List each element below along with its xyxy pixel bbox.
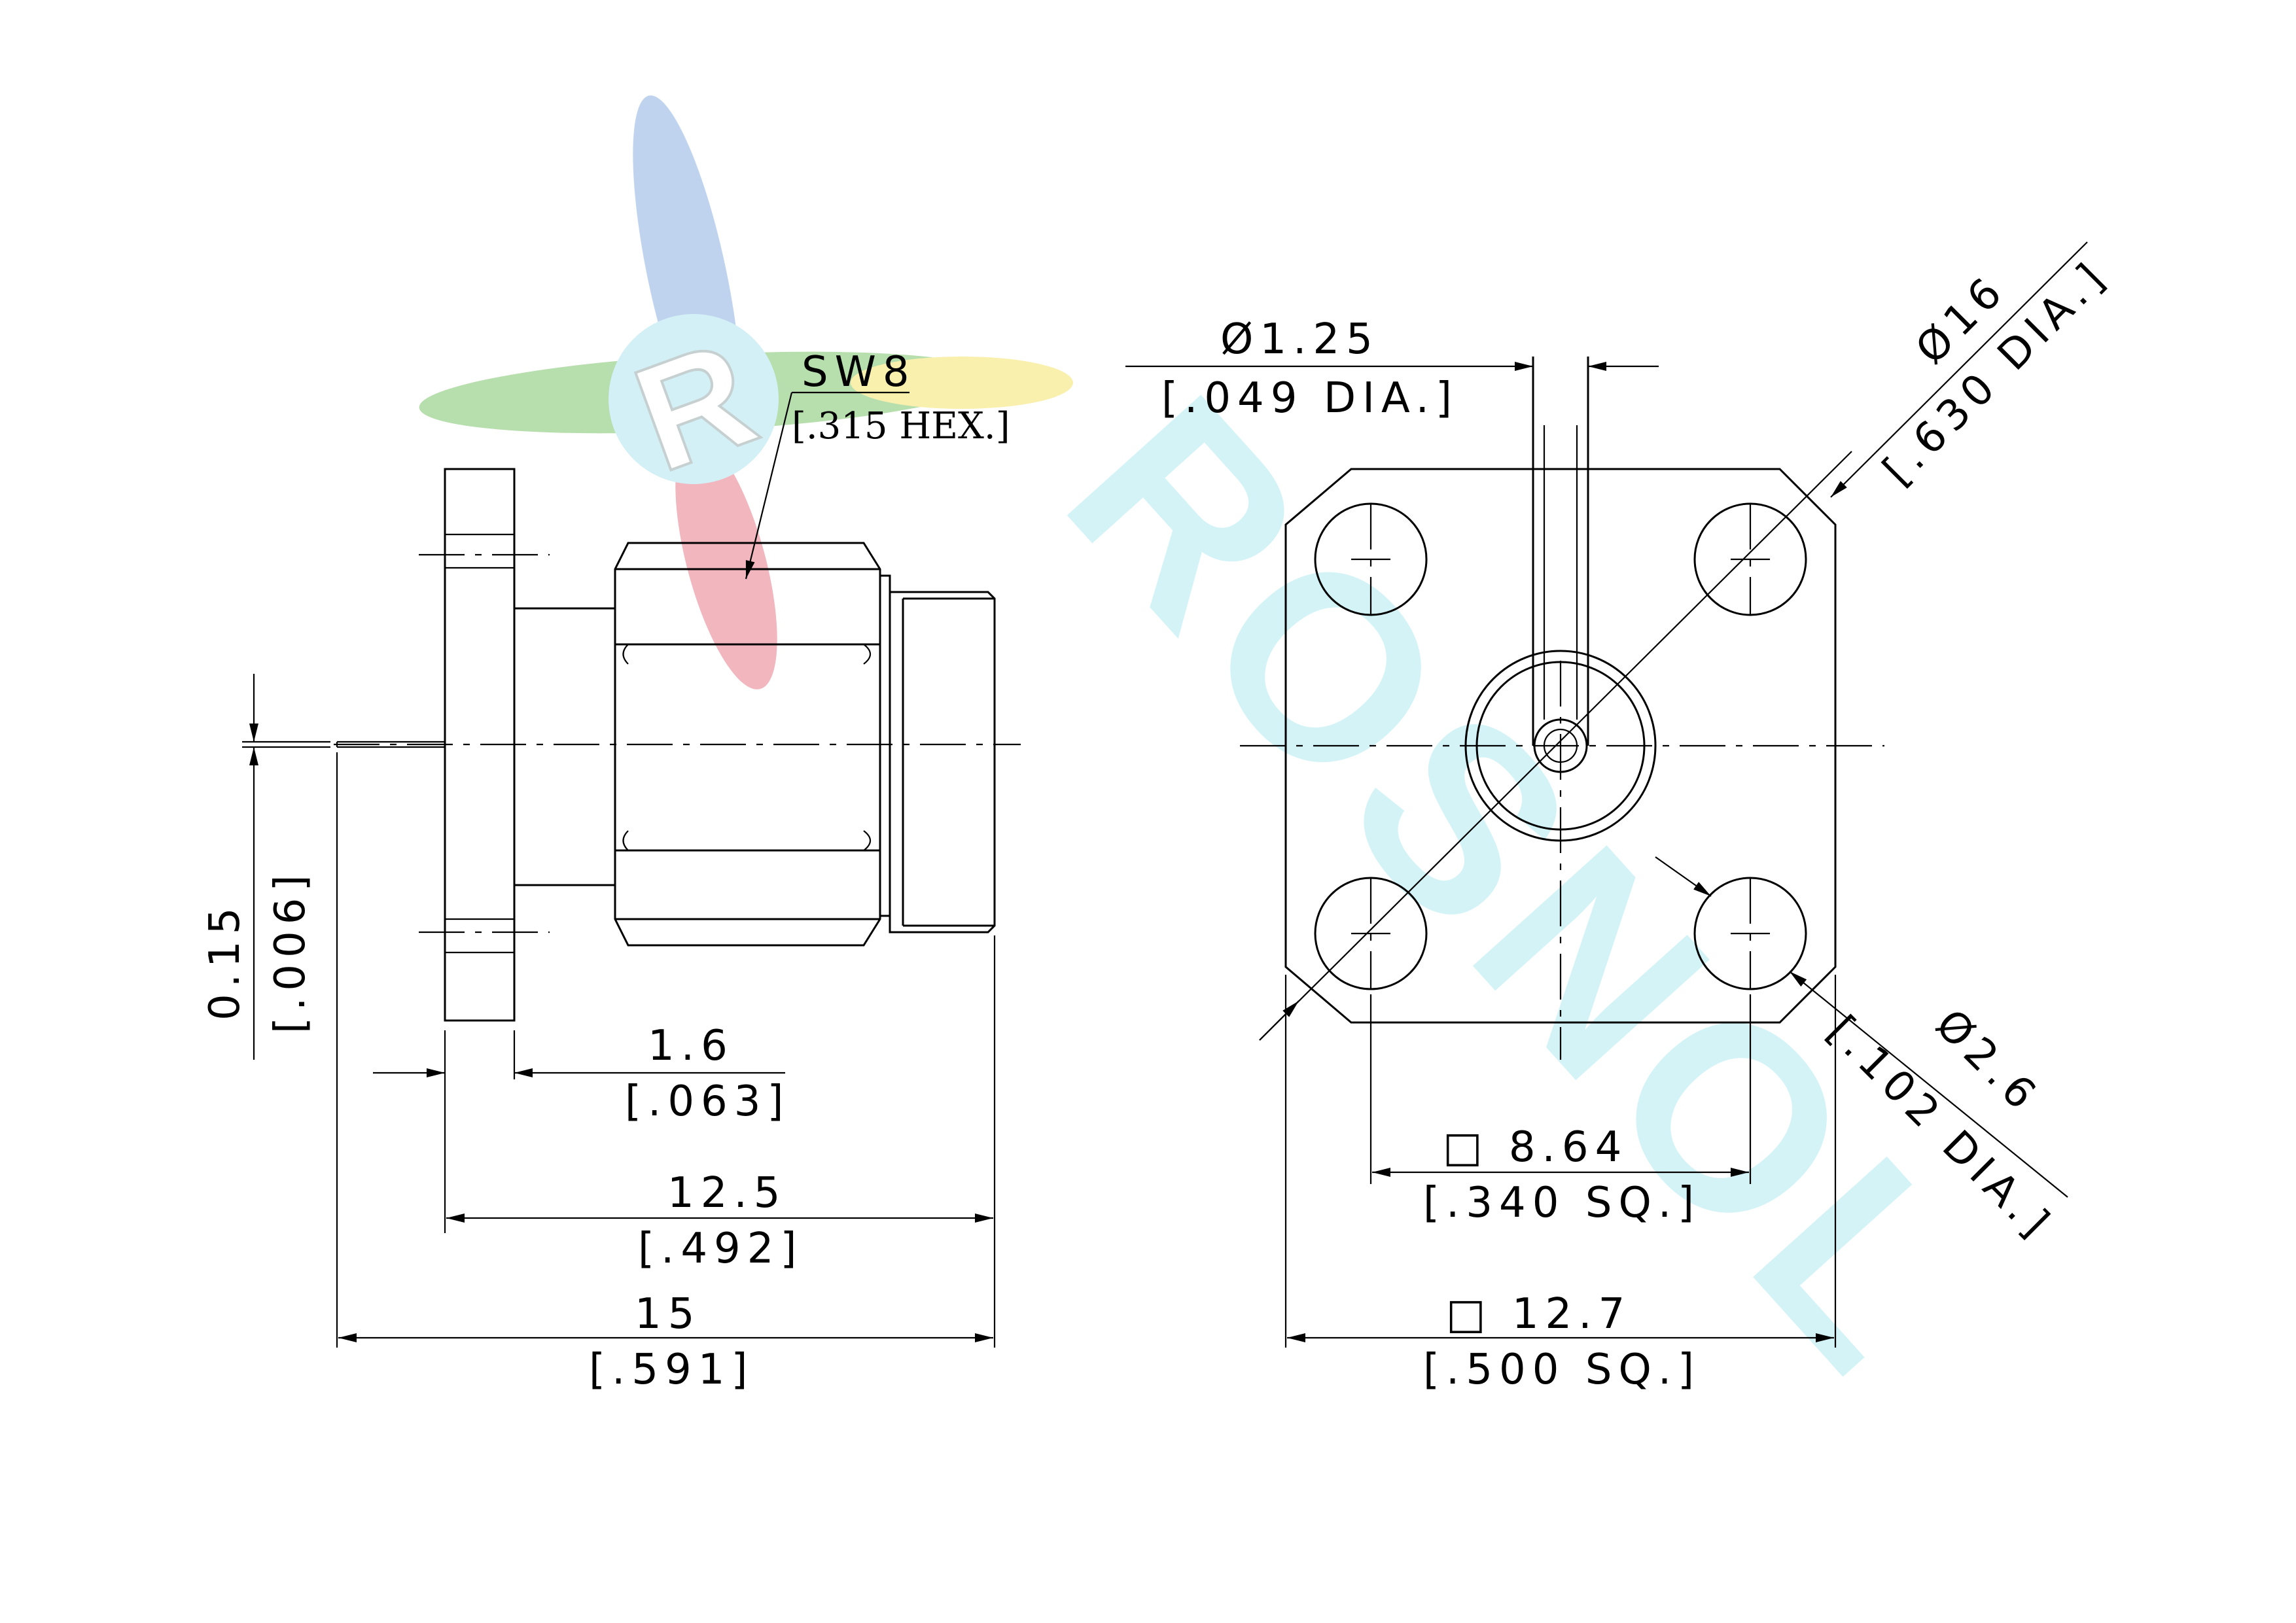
flange-thickness-inch-label: [.063] bbox=[625, 1077, 790, 1126]
front-body bbox=[880, 574, 996, 934]
pin-offset-inch-label: [.006] bbox=[266, 869, 315, 1034]
flange-hole-lines bbox=[445, 533, 514, 954]
hex-body bbox=[614, 542, 881, 947]
flange-size-label: □ 12.7 bbox=[1446, 1290, 1631, 1338]
hole-spacing-inch-label: [.340 SQ.] bbox=[1423, 1179, 1701, 1227]
circle-dia-leader bbox=[1830, 241, 2088, 498]
body-length-inch-label: [.492] bbox=[638, 1225, 803, 1273]
hole-centerlines bbox=[1351, 504, 1770, 989]
front-pin-inner bbox=[1543, 425, 1578, 720]
body-length-label: 12.5 bbox=[667, 1169, 787, 1217]
hex-size-inch-label: [.315 HEX.] bbox=[792, 405, 1010, 447]
bolt-circle-diagonal bbox=[1259, 451, 1852, 1041]
hole-spacing-label: □ 8.64 bbox=[1443, 1123, 1628, 1172]
hex-flats bbox=[615, 568, 880, 920]
overall-length-inch-label: [.591] bbox=[589, 1346, 754, 1394]
pin-dia-inch-label: [.049 DIA.] bbox=[1161, 374, 1458, 423]
logo-red-swoosh bbox=[675, 436, 777, 689]
hole-dia-leader-upper bbox=[1655, 856, 1712, 897]
neck bbox=[514, 607, 615, 886]
flange-thickness-label: 1.6 bbox=[648, 1022, 734, 1070]
center-pin-inner bbox=[1543, 728, 1578, 763]
pin-dia-label: Ø1.25 bbox=[1220, 315, 1379, 364]
logo-yellow-swoosh bbox=[851, 357, 1073, 409]
square-flange bbox=[1284, 468, 1837, 1024]
flange bbox=[444, 468, 516, 1022]
dielectric-inner bbox=[1475, 661, 1646, 831]
center-pin-outer bbox=[1533, 718, 1588, 773]
hex-size-label: SW8 bbox=[802, 348, 916, 396]
pin bbox=[336, 741, 445, 748]
mounting-holes bbox=[1314, 502, 1807, 990]
hex-flat-curves bbox=[622, 644, 872, 851]
logo-ball bbox=[609, 314, 779, 484]
watermark-logo: R bbox=[419, 95, 1073, 689]
flange-size-inch-label: [.500 SQ.] bbox=[1423, 1346, 1701, 1394]
hex-leader-line bbox=[745, 392, 793, 580]
side-view: SW8 [.315 HEX.] 0.15 [.006] 1.6 [.063] 1… bbox=[201, 348, 1021, 1394]
front-pin bbox=[1532, 357, 1589, 746]
pin-offset-label: 0.15 bbox=[201, 901, 249, 1021]
overall-length-label: 15 bbox=[635, 1290, 701, 1338]
watermark-brand-text: ROSNOL bbox=[1014, 344, 2033, 1430]
dielectric-outer bbox=[1464, 650, 1657, 842]
circle-dia-leader-lower bbox=[1259, 1000, 1299, 1041]
